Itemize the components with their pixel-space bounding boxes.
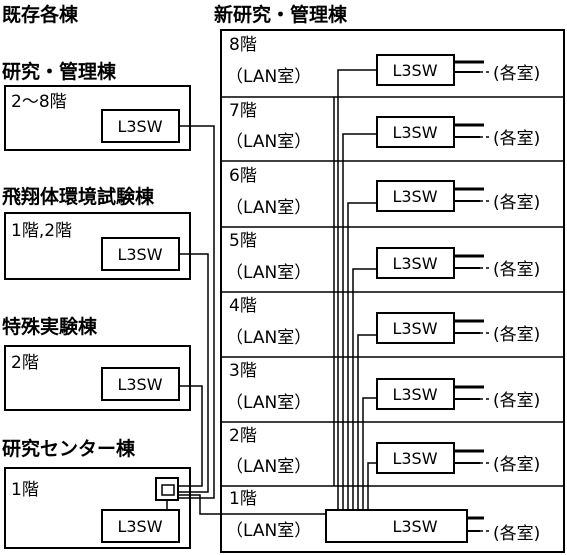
l3-switch — [376, 116, 455, 148]
floor-label: 7階 — [229, 101, 257, 121]
switch-label: L3SW — [117, 245, 162, 264]
floor-label: 5階 — [229, 231, 257, 251]
switch-label: L3SW — [392, 187, 437, 206]
switch-label: L3SW — [117, 375, 162, 394]
lan-room-label: （LAN室） — [226, 263, 311, 283]
switch-label: L3SW — [117, 117, 162, 136]
room-label: (各室) — [493, 455, 540, 475]
existing-building-name: 特殊実験棟 — [2, 315, 98, 338]
lan-room-label: （LAN室） — [226, 457, 311, 477]
floor-label: 1階,2階 — [11, 221, 72, 241]
lan-room-label: （LAN室） — [226, 328, 311, 348]
room-label: (各室) — [493, 325, 540, 345]
switch-label: L3SW — [392, 61, 437, 80]
lan-room-label: （LAN室） — [226, 198, 311, 218]
floor-label: 4階 — [229, 296, 257, 316]
room-label: (各室) — [493, 64, 540, 84]
floor-label: 2階 — [229, 426, 257, 446]
switch-label: L3SW — [392, 319, 437, 338]
l3-switch — [376, 378, 455, 410]
floor-label: 1階 — [11, 480, 39, 500]
floor-label: 1階 — [229, 489, 257, 509]
room-links: (各室) (各室) (各室) (各室) (各室) (各室) (各室) (各室) — [454, 60, 540, 544]
existing-building-name: 研究・管理棟 — [2, 60, 117, 83]
room-label: (各室) — [493, 193, 540, 213]
floor-label: 2階 — [11, 353, 39, 373]
lan-room-label: （LAN室） — [226, 521, 311, 541]
switch-label: L3SW — [392, 517, 437, 536]
l3-switch — [376, 312, 455, 344]
inter-building-cables — [166, 125, 326, 515]
l3-switch — [376, 442, 455, 474]
floor-labels: 8階 （LAN室） 7階 （LAN室） 6階 （LAN室） 5階 （LAN室） … — [226, 35, 311, 541]
existing-buildings-heading: 既存各棟 — [2, 3, 79, 26]
l3-switch — [101, 367, 180, 401]
existing-building-box: 2〜8階 L3SW — [4, 85, 191, 151]
floor-switches: L3SW L3SW L3SW L3SW L3SW L3SW L3SW L3SW — [325, 54, 468, 543]
floor-label: 8階 — [229, 35, 257, 55]
switch-label: L3SW — [117, 517, 162, 536]
room-label: (各室) — [493, 129, 540, 149]
room-label: (各室) — [493, 391, 540, 411]
riser-cables — [337, 69, 377, 510]
floor-label: 6階 — [229, 166, 257, 186]
lan-room-label: （LAN室） — [226, 132, 311, 152]
switch-label: L3SW — [392, 385, 437, 404]
lan-room-label: （LAN室） — [226, 393, 311, 413]
new-building-heading: 新研究・管理棟 — [214, 3, 348, 26]
existing-building-box: 1階,2階 L3SW — [4, 212, 191, 280]
room-label: (各室) — [493, 524, 540, 544]
lan-room-label: （LAN室） — [226, 67, 311, 87]
room-label: (各室) — [493, 260, 540, 280]
l3-switch — [376, 180, 455, 212]
existing-building-name: 飛翔体環境試験棟 — [2, 185, 155, 208]
floor-label: 3階 — [229, 361, 257, 381]
existing-building-box: 1階 L3SW — [4, 467, 191, 549]
floor-dividers — [221, 96, 564, 487]
switch-label: L3SW — [392, 123, 437, 142]
l3-switch — [101, 509, 180, 543]
new-building-frame — [220, 29, 565, 553]
switch-label: L3SW — [392, 254, 437, 273]
patch-panel-port-inner — [161, 484, 175, 496]
existing-building-box: 2階 L3SW — [4, 345, 191, 411]
l3-switch — [376, 247, 455, 279]
switch-label: L3SW — [392, 449, 437, 468]
floor-label: 2〜8階 — [11, 92, 67, 112]
core-l3-switch — [325, 509, 468, 543]
existing-building-name: 研究センター棟 — [2, 437, 136, 460]
